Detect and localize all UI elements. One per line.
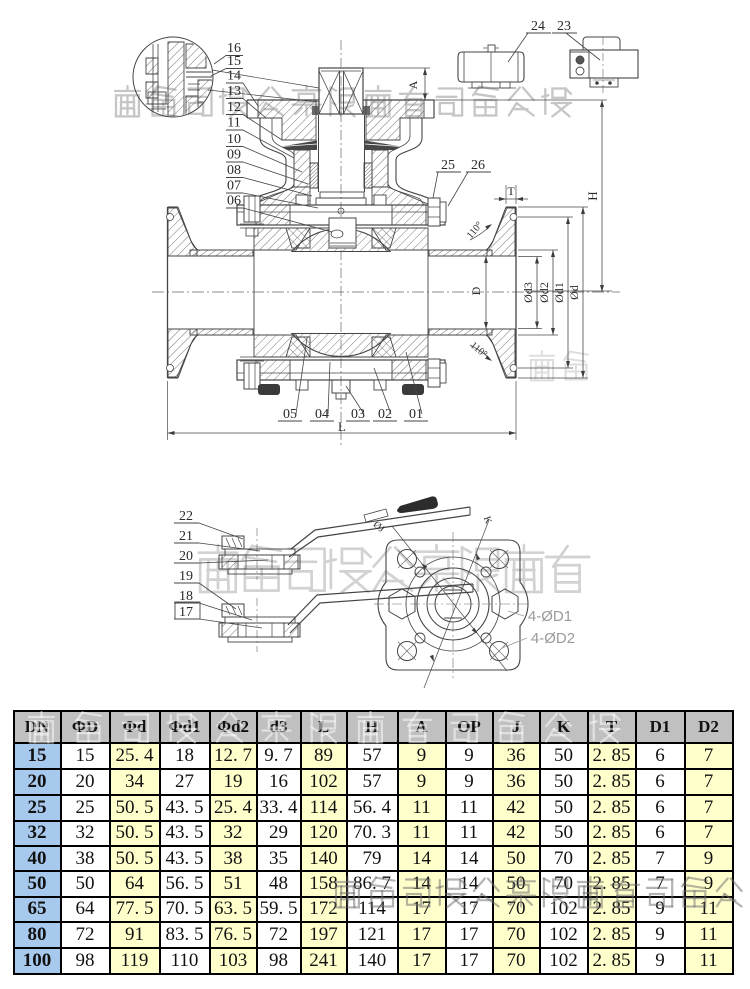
svg-text:24: 24 (531, 19, 545, 34)
svg-text:11: 11 (227, 116, 240, 131)
svg-text:05: 05 (283, 407, 297, 422)
svg-text:02: 02 (378, 407, 392, 422)
svg-text:25: 25 (441, 158, 455, 173)
svg-text:17: 17 (179, 605, 193, 620)
svg-text:15: 15 (227, 54, 241, 69)
svg-text:T: T (507, 184, 515, 198)
svg-text:13: 13 (227, 84, 241, 99)
svg-text:4-ØD1: 4-ØD1 (528, 608, 572, 625)
svg-text:Ød1: Ød1 (552, 282, 566, 303)
svg-text:04: 04 (315, 407, 329, 422)
svg-text:18: 18 (179, 589, 193, 604)
svg-text:20: 20 (179, 549, 193, 564)
svg-text:Ød2: Ød2 (537, 282, 551, 303)
svg-text:Ød3: Ød3 (521, 282, 535, 303)
svg-text:110°: 110° (465, 220, 485, 241)
svg-text:10: 10 (227, 132, 241, 147)
svg-text:01: 01 (409, 407, 423, 422)
svg-text:03: 03 (351, 407, 365, 422)
svg-text:14: 14 (227, 69, 241, 84)
svg-text:08: 08 (227, 163, 241, 178)
svg-text:06: 06 (227, 194, 241, 209)
svg-text:19: 19 (179, 569, 193, 584)
svg-text:K: K (481, 515, 494, 526)
svg-text:21: 21 (179, 529, 193, 544)
svg-text:26: 26 (471, 158, 485, 173)
svg-text:07: 07 (227, 179, 241, 194)
svg-text:12: 12 (227, 100, 241, 115)
svg-text:22: 22 (179, 509, 193, 524)
svg-text:16: 16 (227, 41, 241, 56)
svg-text:09: 09 (227, 148, 241, 163)
svg-text:Ød: Ød (567, 285, 581, 300)
svg-text:D: D (469, 286, 483, 295)
svg-text:23: 23 (557, 19, 571, 34)
svg-text:4-ØD2: 4-ØD2 (531, 630, 575, 647)
svg-text:L: L (338, 419, 346, 434)
svg-text:H: H (585, 191, 600, 200)
svg-text:A: A (406, 80, 420, 89)
